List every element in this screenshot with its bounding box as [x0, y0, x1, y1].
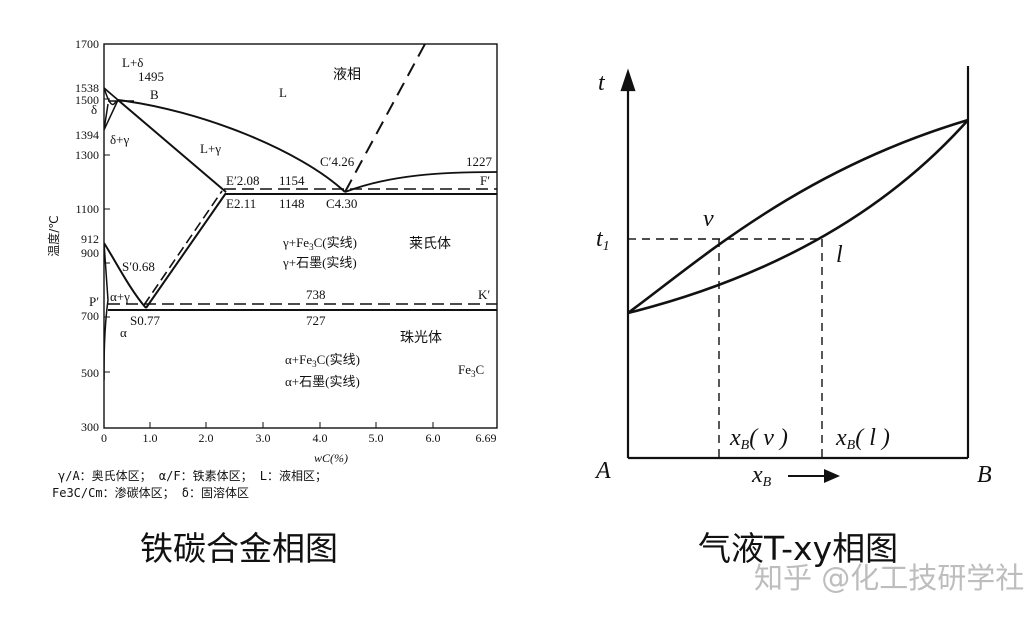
label-s-prime: S′0.68 — [122, 259, 155, 274]
y-tick-labels: 1700 1538 1500 1394 1300 1100 912 900 70… — [75, 37, 99, 434]
x-tick: 3.0 — [256, 431, 271, 445]
y-tick: 500 — [81, 366, 99, 380]
y-tick: 1500 — [75, 93, 99, 107]
label-727: 727 — [306, 313, 326, 328]
x-tick: 6.0 — [426, 431, 441, 445]
alpha-solvus-low — [104, 299, 109, 381]
liquidus-ab — [104, 87, 119, 101]
region-labels: γ+Fe3C(实线) γ+石墨(实线) α+Fe3C(实线) α+石墨(实线) — [282, 235, 360, 389]
x-tick: 5.0 — [369, 431, 384, 445]
xbl-label: xB( l ) — [835, 425, 890, 453]
x-tick: 4.0 — [313, 431, 328, 445]
label-e-prime: E′2.08 — [226, 173, 260, 188]
axes — [620, 66, 970, 460]
label-k-prime: K′ — [478, 287, 490, 302]
liquidus-bc — [117, 99, 346, 193]
label-738: 738 — [306, 287, 326, 302]
tie-lines — [628, 238, 823, 458]
label-fe3c: Fe3C — [458, 362, 484, 379]
y-tick: 300 — [81, 420, 99, 434]
y-tick: 1300 — [75, 148, 99, 162]
fe-c-phase-diagram: 1700 1538 1500 1394 1300 1100 912 900 70… — [46, 37, 498, 568]
right-caption: 气液T-xy相图 — [698, 529, 898, 568]
y-tick-marks — [104, 98, 110, 373]
x-tick: 0 — [101, 431, 107, 445]
legend: γ/A：奥氏体区； α/F：铁素体区； L：液相区； Fe3C/Cm：渗碳体区；… — [52, 468, 327, 500]
x-tick-marks — [149, 422, 434, 428]
legend-line-2: Fe3C/Cm：渗碳体区； δ：固溶体区 — [52, 485, 249, 500]
label-s: S0.77 — [130, 313, 160, 328]
delta-gamma-boundary — [104, 99, 119, 131]
label-b: B — [977, 462, 992, 488]
vapor-label: v — [703, 206, 714, 232]
y-tick: 900 — [81, 246, 99, 260]
label-delta-gamma: δ+γ — [110, 132, 129, 147]
label-e: E2.11 — [226, 196, 256, 211]
label-1495: 1495 — [138, 69, 164, 84]
x-tick: 6.69 — [476, 431, 497, 445]
dew-point-curve — [627, 118, 969, 315]
delta-region — [104, 87, 117, 106]
label-f-prime: F′ — [480, 173, 490, 188]
t1-label: t1 — [596, 226, 610, 254]
a3-line — [104, 242, 147, 309]
label-alpha: α — [120, 325, 127, 340]
alpha-solvus — [104, 242, 109, 301]
label-l-gamma: L+γ — [200, 141, 221, 156]
cementite-liquidus — [344, 171, 497, 193]
label-1154: 1154 — [279, 173, 305, 188]
liquidus-cd-dashed — [344, 44, 426, 193]
acm-line — [145, 192, 227, 309]
txy-diagram: t t1 v l xB( v ) xB( l ) xB A B 气液T-xy相图 — [594, 66, 992, 568]
x-axis-label: xB — [751, 462, 772, 490]
solidus-je — [117, 99, 227, 193]
label-a: A — [594, 458, 611, 484]
label-liquid: 液相 — [333, 67, 361, 83]
x-tick: 1.0 — [143, 431, 158, 445]
plot-frame — [103, 43, 498, 429]
y-tick: 912 — [81, 232, 99, 246]
y-tick: 1538 — [75, 81, 99, 95]
region-alpha-graphite: α+石墨(实线) — [285, 374, 360, 389]
x-tick: 2.0 — [199, 431, 214, 445]
label-p-prime: P′ — [89, 294, 99, 309]
label-l-delta: L+δ — [122, 55, 143, 70]
label-pearlite: 珠光体 — [400, 330, 442, 346]
watermark: 知乎 @化工技研学社 — [754, 561, 1024, 595]
label-c: C4.30 — [326, 196, 357, 211]
x-tick-labels: 0 1.0 2.0 3.0 4.0 5.0 6.0 6.69 — [101, 431, 497, 445]
y-tick: 1394 — [75, 128, 99, 142]
y-tick: 700 — [81, 309, 99, 323]
left-caption: 铁碳合金相图 — [140, 529, 338, 568]
labels: t t1 v l xB( v ) xB( l ) xB A B — [594, 70, 992, 490]
label-l: L — [279, 85, 287, 100]
y-label-t: t — [598, 70, 606, 96]
legend-line-1: γ/A：奥氏体区； α/F：铁素体区； L：液相区； — [58, 468, 327, 483]
label-delta: δ — [91, 102, 97, 117]
label-1227: 1227 — [466, 154, 493, 169]
point-labels: δ L+δ 1495 B δ+γ L 液相 L+γ C′4.26 1227 E′… — [89, 55, 493, 379]
y-tick: 1100 — [75, 202, 99, 216]
region-gamma-graphite: γ+石墨(实线) — [282, 255, 357, 270]
y-arrow-head — [620, 68, 636, 92]
y-tick: 1700 — [75, 37, 99, 51]
label-1148: 1148 — [279, 196, 305, 211]
region-alpha-fe3c: α+Fe3C(实线) — [285, 352, 360, 369]
phase-lines — [104, 44, 497, 381]
curves — [627, 118, 969, 315]
x-axis-label: wC(%) — [314, 451, 348, 465]
y-axis-label: 温度/℃ — [46, 215, 61, 257]
region-gamma-fe3c: γ+Fe3C(实线) — [282, 235, 357, 252]
bubble-point-curve — [627, 119, 969, 315]
acm-line-dashed — [143, 190, 223, 306]
label-alpha-gamma: α+γ — [110, 289, 130, 304]
xbv-label: xB( v ) — [729, 425, 788, 453]
liquid-label: l — [836, 242, 843, 268]
label-b: B — [150, 87, 159, 102]
x-arrow — [788, 469, 840, 483]
label-c-prime: C′4.26 — [320, 154, 355, 169]
label-ledeburite: 莱氏体 — [409, 236, 451, 252]
